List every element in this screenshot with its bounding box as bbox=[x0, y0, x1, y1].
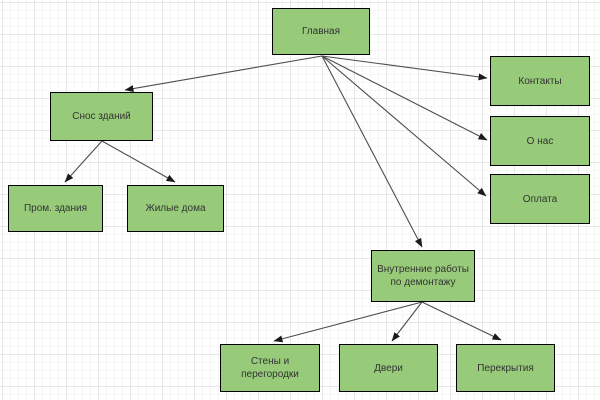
edge-glavnaya-to-oplata bbox=[321, 55, 487, 197]
node-prom-zdaniya[interactable]: Пром. здания bbox=[8, 185, 103, 232]
edge-vnutrennie-raboty-to-steny-i-peregorodki bbox=[273, 301, 423, 343]
node-label: Перекрытия bbox=[477, 362, 534, 374]
node-label: Главная bbox=[301, 26, 341, 37]
node-label: Снос зданий bbox=[72, 111, 131, 122]
edge-glavnaya-to-kontakty bbox=[321, 55, 488, 81]
node-label: Внутренние работы по демонтажу bbox=[377, 264, 469, 288]
node-label: Стены и перегородки bbox=[241, 356, 299, 380]
node-steny-i-peregorodki[interactable]: Стены и перегородки bbox=[220, 344, 320, 392]
node-vnutrennie-raboty[interactable]: Внутренние работы по демонтажу bbox=[371, 250, 475, 302]
edge-snos-zdaniy-to-zhilye-doma bbox=[101, 140, 176, 183]
edge-vnutrennie-raboty-to-perekrytiya bbox=[421, 301, 502, 341]
node-label: Жилые дома bbox=[145, 203, 206, 214]
node-dveri[interactable]: Двери bbox=[339, 344, 438, 392]
node-label: Контакты bbox=[518, 75, 562, 87]
edge-snos-zdaniy-to-prom-zdaniya bbox=[64, 140, 103, 183]
edge-glavnaya-to-o-nas bbox=[321, 55, 488, 141]
node-perekrytiya[interactable]: Перекрытия bbox=[456, 344, 555, 392]
edge-glavnaya-to-vnutrennie-raboty bbox=[321, 55, 423, 248]
node-snos-zdaniy[interactable]: Снос зданий bbox=[50, 92, 153, 141]
node-label: Пром. здания bbox=[23, 203, 88, 214]
node-glavnaya[interactable]: Главная bbox=[272, 8, 370, 55]
node-zhilye-doma[interactable]: Жилые дома bbox=[127, 185, 224, 232]
node-o-nas[interactable]: О нас bbox=[490, 116, 590, 166]
node-label: Оплата bbox=[522, 193, 558, 205]
node-kontakty[interactable]: Контакты bbox=[490, 56, 590, 106]
edge-vnutrennie-raboty-to-dveri bbox=[391, 301, 423, 342]
node-label: Двери bbox=[374, 362, 403, 374]
node-oplata[interactable]: Оплата bbox=[490, 174, 590, 224]
node-label: О нас bbox=[526, 135, 554, 147]
edge-glavnaya-to-snos-zdaniy bbox=[124, 55, 323, 93]
